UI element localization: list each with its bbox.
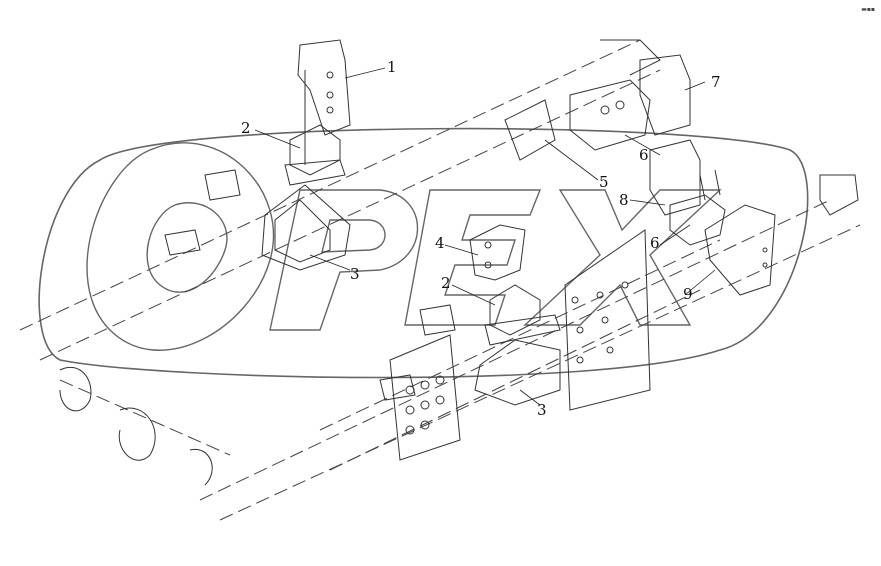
- callout-2-lower: 2: [441, 274, 451, 292]
- rear-frame-bracket-9: [704, 204, 776, 296]
- rear-bracket-7: [639, 54, 691, 136]
- callout-1: 1: [387, 58, 397, 76]
- callout-6-lower: 6: [650, 234, 660, 252]
- corner-mark: ▬▪▪: [861, 6, 875, 13]
- rubber-mount-2-lower: [484, 284, 561, 346]
- callout-5: 5: [599, 173, 609, 191]
- callout-7: 7: [711, 73, 721, 91]
- watermark-logo: [38, 127, 809, 379]
- rear-rubber-mount-6-upper: [569, 79, 651, 151]
- callout-3-lower: 3: [537, 401, 547, 419]
- hole-pattern: [405, 281, 629, 435]
- leader-lines: [254, 67, 716, 406]
- rubber-mount-2-upper: [284, 124, 346, 186]
- crossmember-plate-5: [504, 99, 556, 161]
- crossmember-boxes: [164, 169, 456, 401]
- frame-bracket-3-upper: [261, 184, 351, 271]
- chassis-frame: [19, 39, 861, 521]
- callout-6-upper: 6: [639, 146, 649, 164]
- frame-bracket-3-lower: [474, 339, 561, 406]
- callout-3-upper: 3: [350, 265, 360, 283]
- callout-8: 8: [619, 191, 629, 209]
- callout-4: 4: [435, 234, 445, 252]
- rear-rubber-mount-6-lower: [669, 169, 726, 246]
- callout-2-upper: 2: [241, 119, 251, 137]
- front-bracket-4: [469, 224, 526, 281]
- upper-engine-bracket-1: [297, 39, 351, 165]
- callout-9: 9: [683, 285, 693, 303]
- frame-outline: [59, 39, 859, 486]
- bracket-8: [649, 139, 701, 216]
